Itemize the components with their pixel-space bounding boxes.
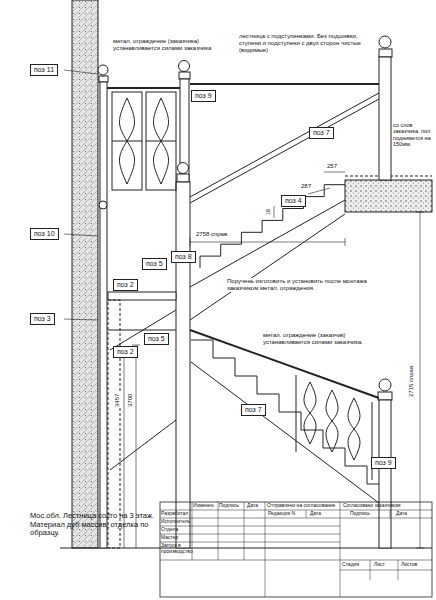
callout-number: поз 8 bbox=[175, 253, 192, 261]
callout-number: поз 5 bbox=[146, 260, 163, 268]
title-block-cell: Дата bbox=[310, 511, 321, 517]
title-block-cell: Стадия bbox=[342, 562, 359, 568]
title-block-cell: Лист bbox=[374, 562, 385, 568]
note-text: метал. ограждение (заказчик) устанавлива… bbox=[262, 332, 389, 346]
title-block-cell: Запуск в производство bbox=[161, 543, 191, 555]
note-text: метал. ограждение (заказчика) устанавлив… bbox=[112, 38, 214, 52]
callout-box: поз 2 bbox=[113, 346, 138, 358]
dimension-text: 257 bbox=[326, 163, 338, 170]
callout-number: поз 7 bbox=[245, 406, 262, 414]
title-block-cell: Исполнитель bbox=[161, 519, 190, 525]
dimension-text: 2715 справ. bbox=[408, 363, 415, 398]
callout-box: поз 11 bbox=[30, 64, 58, 76]
callout-box: поз 9 bbox=[371, 457, 396, 469]
note-text: Мос.обл. Лестница со2го на 3 этаж. Матер… bbox=[30, 512, 156, 538]
callout-box: поз 9 bbox=[191, 90, 216, 102]
callout-number: поз 10 bbox=[34, 230, 55, 238]
callout-box: поз 7 bbox=[309, 127, 334, 139]
dimension-text: 287 bbox=[300, 183, 312, 190]
callout-box: поз 3 bbox=[30, 313, 55, 325]
newel-post bbox=[100, 82, 107, 548]
title-block-cell: Мастер bbox=[161, 535, 178, 541]
title-block-cell: Разработал bbox=[161, 511, 188, 517]
title-block-cell: Отдела bbox=[161, 527, 178, 533]
newel-post bbox=[176, 182, 190, 548]
callout-number: поз 2 bbox=[117, 281, 134, 289]
callout-box: поз 10 bbox=[30, 228, 59, 240]
title-block-cell: Подпись bbox=[219, 503, 239, 509]
callout-number: поз 7 bbox=[313, 129, 330, 137]
callout-number: поз 2 bbox=[117, 348, 134, 356]
title-block-cell: Согласовано заказчиком bbox=[343, 503, 401, 509]
title-block-cell: Дата bbox=[247, 503, 258, 509]
callout-box: поз 7 bbox=[241, 404, 266, 416]
note-text: со слов заказчика, пол поднимется на 150… bbox=[392, 122, 433, 147]
dimension-text: 3700 bbox=[127, 392, 134, 407]
callout-number: поз 5 bbox=[148, 335, 165, 343]
floor-slab bbox=[345, 180, 432, 212]
callout-box: поз 2 bbox=[113, 279, 138, 291]
callout-box: поз 5 bbox=[142, 258, 167, 270]
callout-number: поз 4 bbox=[285, 197, 302, 205]
newel-post bbox=[379, 57, 391, 180]
dimension-text: 2758 справ. bbox=[195, 231, 230, 238]
callout-box: поз 5 bbox=[144, 333, 169, 345]
title-block-cell: Изменен. bbox=[193, 503, 215, 509]
title-block-cell: Листов bbox=[401, 562, 417, 568]
callout-number: поз 9 bbox=[195, 92, 212, 100]
title-block-cell: Дата bbox=[396, 511, 407, 517]
note-text: Поручень изготовить и установить после м… bbox=[226, 278, 378, 292]
callout-number: поз 11 bbox=[34, 66, 54, 74]
title-block-cell: Редакция N bbox=[268, 511, 295, 517]
callout-box: поз 4 bbox=[281, 195, 306, 207]
title-block-cell: Подпись bbox=[350, 511, 370, 517]
callout-box: поз 8 bbox=[171, 251, 196, 263]
upper-flight bbox=[200, 185, 345, 268]
title-block bbox=[160, 502, 432, 597]
title-block-cell: Отправлено на согласование bbox=[267, 503, 335, 509]
lower-flight bbox=[191, 340, 379, 484]
wall bbox=[72, 0, 98, 548]
dimension-text: 3457 bbox=[114, 392, 121, 407]
newel-post bbox=[379, 400, 391, 548]
callout-number: поз 3 bbox=[34, 315, 51, 323]
callout-number: поз 9 bbox=[375, 459, 392, 467]
dimension-text: 16 bbox=[265, 208, 271, 216]
note-text: лестница с подступенками. Без подшивки, … bbox=[238, 33, 376, 54]
